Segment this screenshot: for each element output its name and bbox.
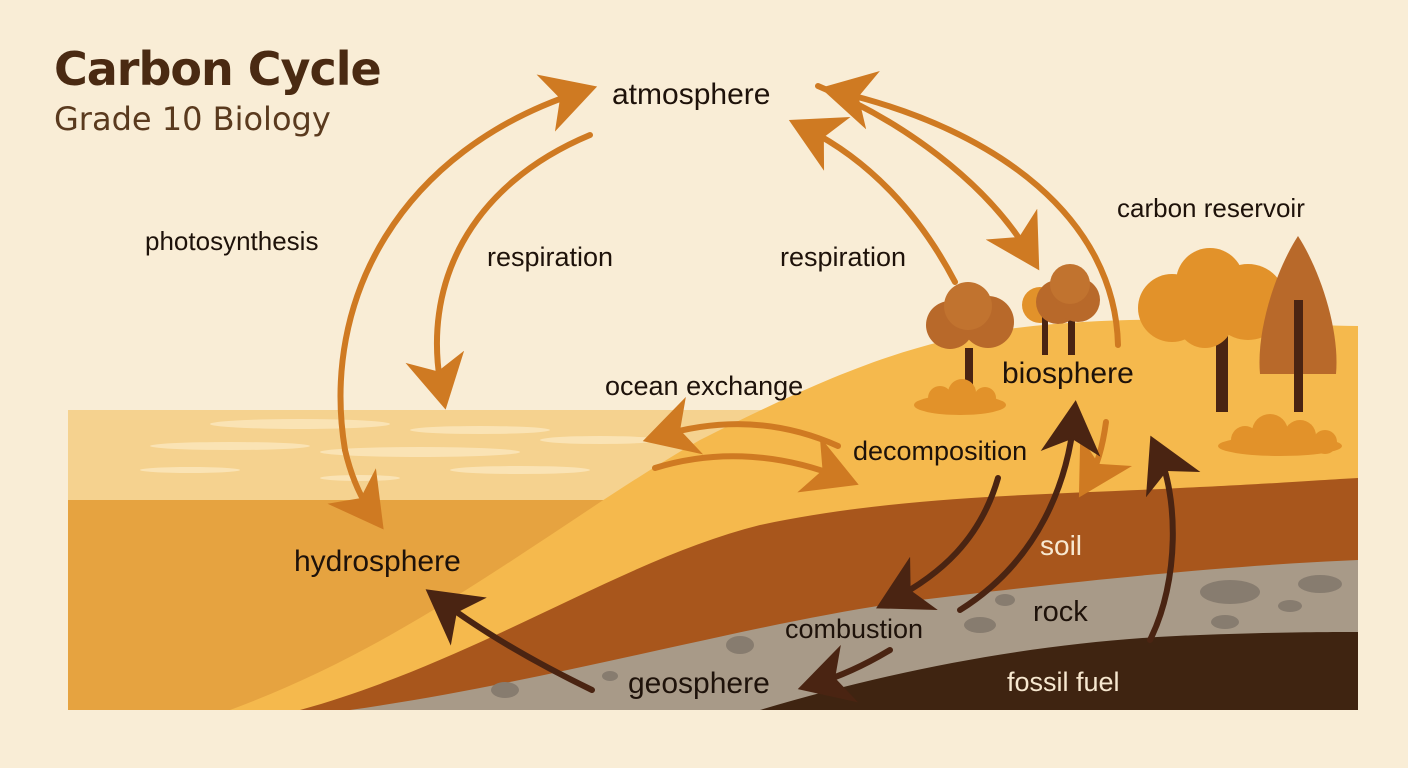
page-subtitle: Grade 10 Biology [54,100,331,138]
label-respiration-left: respiration [487,242,614,272]
ocean-ripples [140,419,660,481]
tree-small-left [926,282,1014,388]
fossil-fuel-layer [760,632,1358,710]
biosphere-to-soil-arrow [1078,419,1133,498]
combustion-to-biosphere-arrow [957,400,1101,613]
label-respiration-right: respiration [780,242,907,272]
combustion-to-geosphere-arrow [797,644,893,703]
respiration-right-arrow [788,117,958,285]
tree-large-right [1138,248,1286,412]
label-hydrosphere: hydrosphere [294,545,461,578]
label-decomposition: decomposition [853,436,1028,466]
biosphere-to-atmosphere-arrow [820,71,1121,348]
page-title: Carbon Cycle [54,42,382,96]
geosphere-to-hydrosphere-arrow [425,589,595,693]
rock-pebbles [491,575,1342,698]
bush-left [914,379,1006,415]
tree-conifer [1259,236,1337,412]
label-carbon-reservoir: carbon reservoir [1117,193,1305,223]
ocean-exchange-arrow-in [652,436,859,493]
tree-small-middle [1022,264,1100,355]
label-geosphere: geosphere [628,667,770,700]
label-fossil-fuel: fossil fuel [1007,667,1120,697]
respiration-left-arrow [405,132,593,410]
label-atmosphere: atmosphere [612,78,771,111]
label-biosphere: biosphere [1002,357,1134,390]
label-rock: rock [1033,596,1088,628]
label-photosynthesis: photosynthesis [145,226,319,256]
fossil-fuel-to-biosphere-arrow [1145,435,1201,643]
bush-right [1218,414,1342,456]
decomposition-to-rock-arrow [876,475,1001,610]
photosynthesis-arrow-down [327,447,384,530]
label-combustion: combustion [785,614,924,644]
label-soil: soil [1040,530,1083,561]
label-ocean-exchange: ocean exchange [605,371,804,401]
photosynthesis-arrow-up [337,74,598,453]
